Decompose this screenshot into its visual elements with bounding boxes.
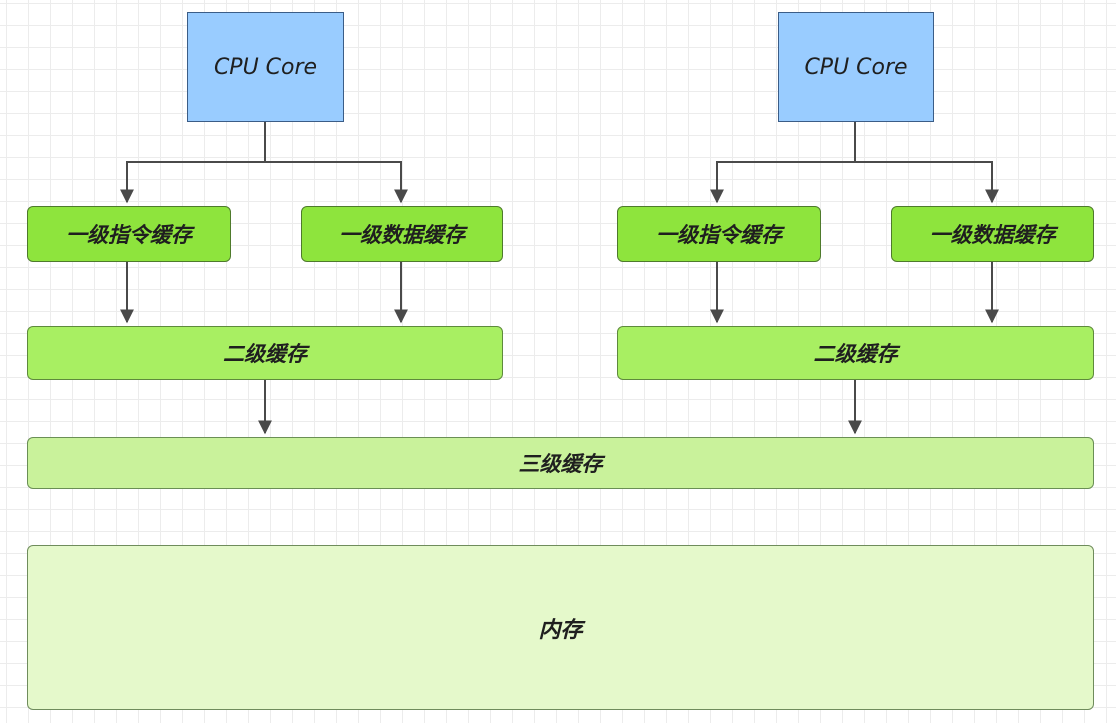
core-1-l1-data-cache-box: 一级数据缓存 [891,206,1094,262]
core-1-l2-cache-box: 二级缓存 [617,326,1094,380]
core-0-l1-data-cache-box: 一级数据缓存 [301,206,503,262]
l3-cache-box: 三级缓存 [27,437,1094,489]
core-1-cpu-to-l1-connector [717,122,992,163]
core-1-cpu-box: CPU Core [778,12,934,122]
memory-box: 内存 [27,545,1094,710]
core-0-l1-instruction-cache-box: 一级指令缓存 [27,206,231,262]
core-0-cpu-box: CPU Core [187,12,344,122]
core-0-l2-cache-box: 二级缓存 [27,326,503,380]
core-0-cpu-to-l1-connector [127,122,401,163]
core-1-l1-instruction-cache-box: 一级指令缓存 [617,206,821,262]
